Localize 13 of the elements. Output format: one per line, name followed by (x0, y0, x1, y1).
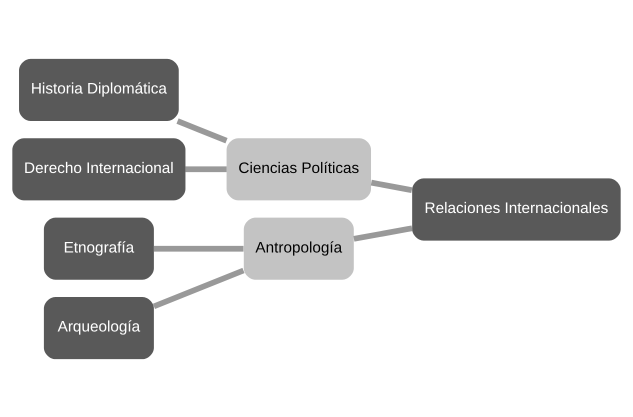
node-box: Historia Diplomática (19, 58, 179, 120)
connector (154, 245, 244, 252)
node-box: Relaciones Internacionales (412, 178, 621, 240)
connector (370, 179, 412, 192)
connector (176, 118, 228, 143)
node-box: Arqueología (44, 296, 154, 359)
connector (353, 224, 413, 242)
connector (152, 267, 245, 309)
node-box: Derecho Internacional (12, 138, 186, 200)
connector (186, 166, 227, 172)
node-box: Etnografía (44, 217, 154, 280)
node-box: Ciencias Políticas (226, 138, 372, 200)
node-box: Antropología (244, 217, 354, 280)
